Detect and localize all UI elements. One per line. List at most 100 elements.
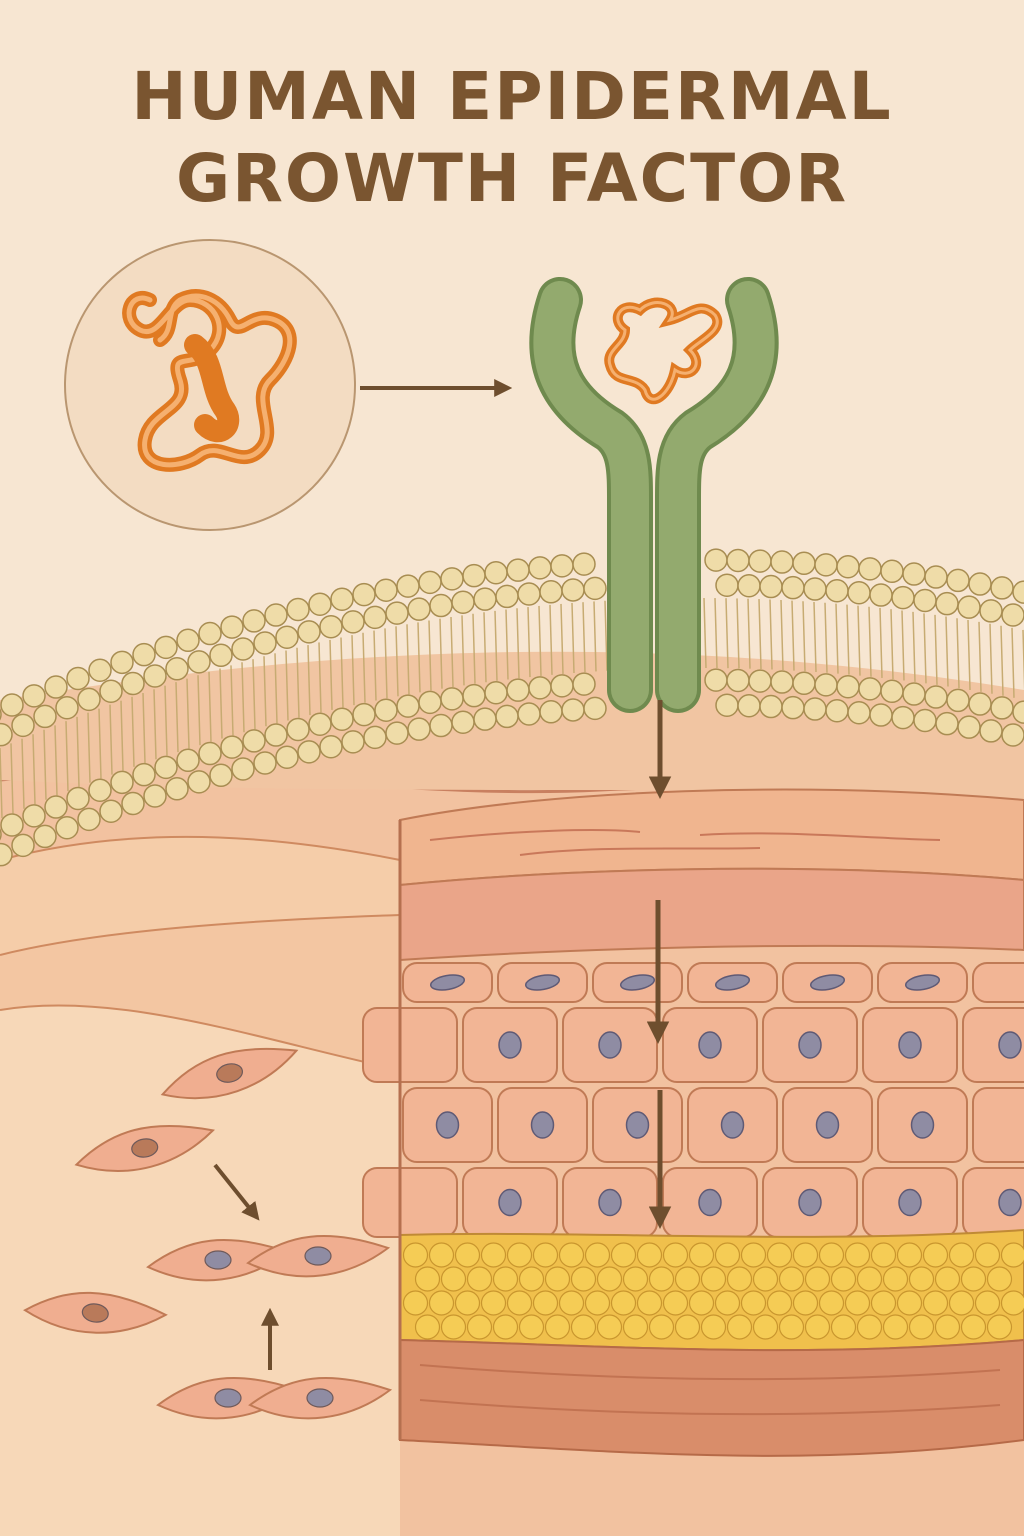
fat-cell [700, 1266, 727, 1292]
fat-cell [908, 1314, 935, 1340]
fat-cell [818, 1242, 845, 1268]
fat-cell [518, 1314, 545, 1340]
fat-cell [714, 1290, 741, 1316]
fat-cell [518, 1266, 545, 1292]
fat-cell [636, 1290, 663, 1316]
fat-cell [466, 1314, 493, 1340]
egf-protein-icon [122, 289, 297, 472]
fat-cell [558, 1242, 585, 1268]
fat-cell [844, 1290, 871, 1316]
fat-cells [402, 1242, 1024, 1340]
fat-cell [610, 1242, 637, 1268]
nucleus [619, 974, 656, 991]
fat-cell [584, 1290, 611, 1316]
keratinocyte-cell [962, 1007, 1024, 1083]
egf-protein-inset [64, 239, 356, 531]
nucleus [798, 1188, 822, 1217]
lipid-head-row [0, 573, 1024, 747]
title-line-2: GROWTH FACTOR [175, 140, 849, 217]
fibroblast [160, 1047, 299, 1100]
fat-cell [870, 1290, 897, 1316]
fat-cell [688, 1290, 715, 1316]
fat-cell [934, 1266, 961, 1292]
keratinocyte-cell [687, 962, 778, 1003]
fat-cell [532, 1242, 559, 1268]
fat-cell [622, 1314, 649, 1340]
keratinocyte-layers [362, 962, 1024, 1238]
skin-cross-section [362, 788, 1024, 1457]
fat-cell [752, 1266, 779, 1292]
nucleus [435, 1111, 460, 1139]
fat-cell [986, 1314, 1013, 1340]
fat-cell [544, 1314, 571, 1340]
keratinocyte-cell [497, 1087, 588, 1163]
fat-cell [402, 1290, 429, 1316]
fat-cell [440, 1314, 467, 1340]
nucleus [498, 1188, 522, 1217]
fat-cell [896, 1242, 923, 1268]
fat-cell [766, 1242, 793, 1268]
lipid-head-row [0, 668, 1024, 841]
nucleus [998, 1188, 1022, 1217]
fat-cell [622, 1266, 649, 1292]
nucleus [524, 974, 561, 991]
fat-cell [402, 1242, 429, 1268]
granular-layer [399, 867, 1024, 962]
fat-cell [766, 1290, 793, 1316]
nucleus [498, 1031, 522, 1059]
keratinocyte-cell [862, 1007, 958, 1083]
fat-cell [454, 1242, 481, 1268]
nucleus [815, 1111, 840, 1139]
fat-cell [480, 1290, 507, 1316]
fat-cell [844, 1242, 871, 1268]
fibroblast [146, 1239, 291, 1282]
fat-cell [974, 1290, 1001, 1316]
keratinocyte-cell [562, 1007, 658, 1083]
fat-cell [532, 1290, 559, 1316]
fat-cell [948, 1242, 975, 1268]
nucleus [898, 1031, 922, 1059]
fat-cell [818, 1290, 845, 1316]
fat-cell [610, 1290, 637, 1316]
fat-cell [986, 1266, 1013, 1292]
fat-cell [792, 1290, 819, 1316]
fat-cell [870, 1242, 897, 1268]
fat-cell [570, 1314, 597, 1340]
fat-cell [922, 1290, 949, 1316]
keratinocyte-cell [762, 1007, 858, 1083]
nucleus [910, 1111, 935, 1139]
fat-cell [714, 1242, 741, 1268]
signaling-arrows [213, 700, 672, 1370]
bound-egf-protein-icon [604, 297, 723, 405]
keratinocyte-cell [762, 1167, 858, 1238]
keratinocyte-cell [782, 1087, 873, 1163]
fat-cell [596, 1266, 623, 1292]
dermis-layer [399, 1338, 1024, 1457]
fat-cell [740, 1242, 767, 1268]
fat-cell [778, 1314, 805, 1340]
fibroblast [74, 1124, 215, 1172]
fibroblast [246, 1235, 391, 1278]
arrow-icon [213, 1163, 260, 1221]
keratinocyte-cell [462, 1167, 558, 1238]
nucleus [306, 1388, 334, 1408]
fat-cell [480, 1242, 507, 1268]
nucleus [530, 1111, 555, 1139]
fat-cell [778, 1266, 805, 1292]
keratinocyte-cell [402, 1087, 493, 1163]
fat-cell [882, 1266, 909, 1292]
title-line-1: HUMAN EPIDERMAL [131, 58, 893, 135]
fat-cell [960, 1266, 987, 1292]
nucleus [216, 1063, 244, 1083]
nucleus [998, 1031, 1022, 1059]
fat-cell [636, 1242, 663, 1268]
keratinocyte-cell [362, 1167, 458, 1238]
fat-cell [414, 1266, 441, 1292]
nucleus [714, 974, 751, 991]
fat-cell [506, 1242, 533, 1268]
keratinocyte-cell [402, 962, 493, 1003]
nucleus [898, 1188, 922, 1217]
fat-cell [700, 1314, 727, 1340]
fat-cell [908, 1266, 935, 1292]
keratinocyte-cell [497, 962, 588, 1003]
